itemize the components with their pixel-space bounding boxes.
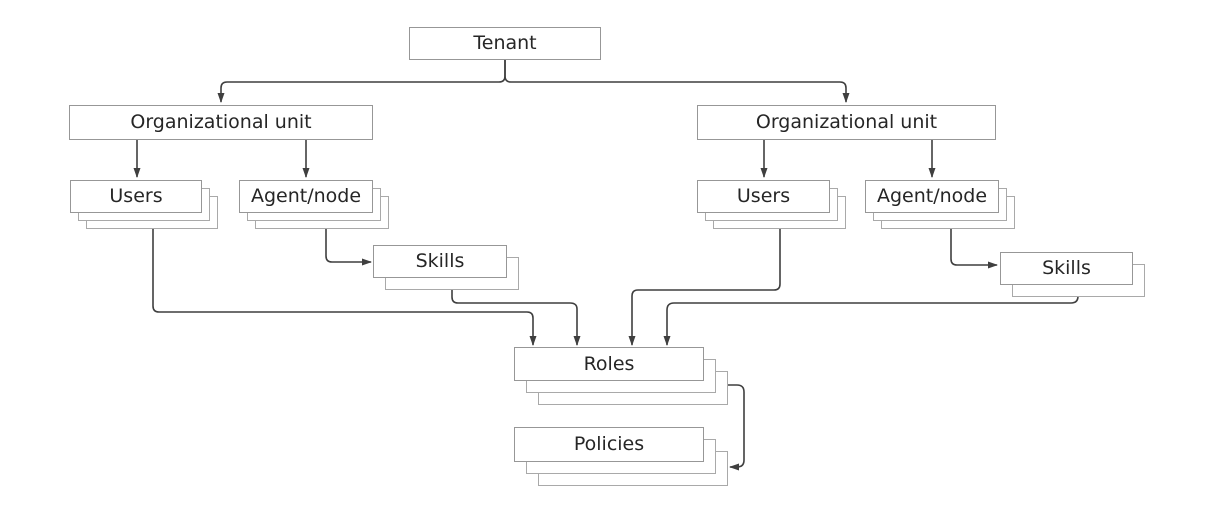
node-users-right: Users [697, 180, 846, 229]
node-label: Organizational unit [130, 111, 312, 133]
node-skills-right: Skills [1000, 252, 1145, 297]
node-org-unit-left: Organizational unit [69, 105, 373, 140]
node-agent-node-left: Agent/node [239, 180, 389, 229]
node-label: Tenant [473, 32, 537, 54]
edge-agent-node-left-skills-left [325, 229, 372, 266]
edge-skills-right-roles [663, 295, 1079, 346]
node-label: Agent/node [250, 185, 362, 207]
node-label: Users [109, 185, 163, 207]
edge-skills-left-roles [451, 290, 581, 346]
edge-tenant-org-unit-left [217, 60, 506, 103]
node-label: Users [736, 185, 791, 207]
node-label: Skills [1042, 257, 1091, 279]
node-policies: Policies [514, 427, 728, 486]
node-users-left: Users [70, 180, 218, 229]
node-label: Organizational unit [755, 111, 938, 133]
node-org-unit-right: Organizational unit [697, 105, 996, 140]
node-label: Skills [415, 250, 465, 272]
edge-tenant-org-unit-right [504, 60, 850, 103]
node-tenant: Tenant [409, 27, 601, 60]
node-label: Roles [583, 352, 635, 375]
node-roles: Roles [514, 347, 728, 405]
node-skills-left: Skills [373, 245, 519, 290]
node-label: Policies [573, 433, 645, 455]
node-agent-node-right: Agent/node [865, 180, 1015, 229]
edge-roles-policies [728, 384, 745, 471]
node-label: Agent/node [876, 185, 988, 207]
edge-agent-node-right-skills-right [950, 229, 998, 269]
edge-users-right-roles [628, 229, 781, 346]
